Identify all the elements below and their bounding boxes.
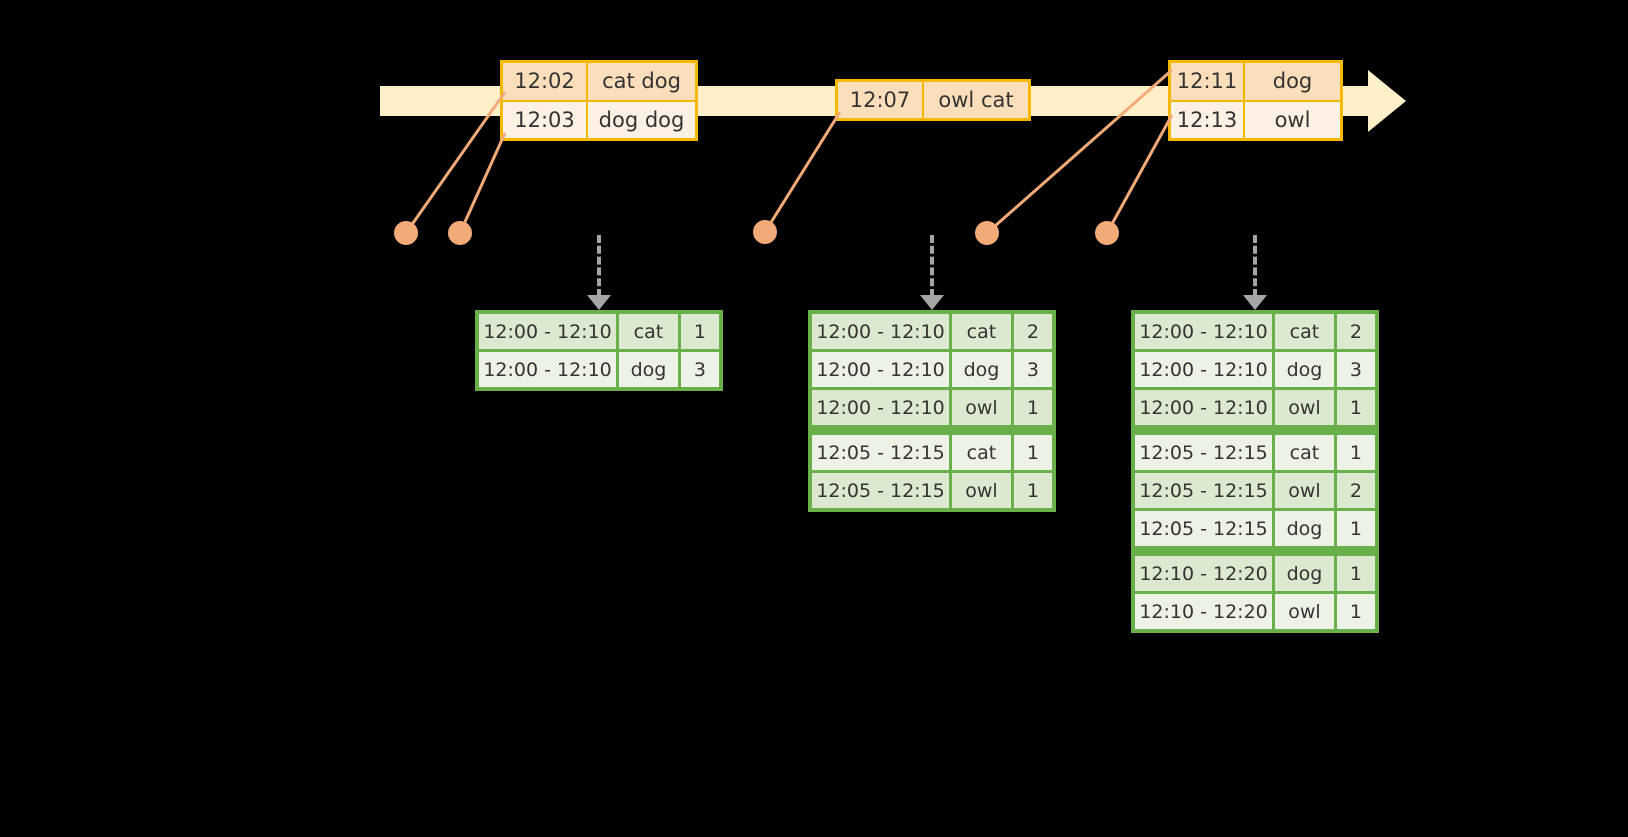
event-value: owl cat xyxy=(924,82,1028,118)
key-cell: dog xyxy=(952,352,1011,387)
count-cell: 3 xyxy=(680,352,720,387)
event-box-2[interactable]: 12:07 owl cat xyxy=(835,79,1031,121)
window-group-separator xyxy=(1135,428,1375,432)
key-cell: cat xyxy=(619,314,678,349)
window-cell: 12:00 - 12:10 xyxy=(479,352,617,387)
count-cell: 2 xyxy=(1013,314,1053,349)
count-cell: 1 xyxy=(1013,390,1053,425)
event-time: 12:11 xyxy=(1171,63,1245,100)
event-time: 12:07 xyxy=(838,82,924,118)
window-cell: 12:10 - 12:20 xyxy=(1135,556,1273,591)
event-time: 12:02 xyxy=(503,63,588,100)
count-cell: 1 xyxy=(1336,556,1376,591)
window-cell: 12:00 - 12:10 xyxy=(479,314,617,349)
event-marker-dot xyxy=(394,221,418,245)
event-box-1[interactable]: 12:02 cat dog 12:03 dog dog xyxy=(500,60,698,141)
count-cell: 3 xyxy=(1013,352,1053,387)
key-cell: owl xyxy=(1275,594,1334,629)
event-marker-dot xyxy=(975,221,999,245)
key-cell: cat xyxy=(1275,314,1334,349)
count-cell: 1 xyxy=(1336,594,1376,629)
window-cell: 12:05 - 12:15 xyxy=(812,435,950,470)
count-cell: 2 xyxy=(1336,473,1376,508)
count-cell: 1 xyxy=(1336,511,1376,546)
event-value: cat dog xyxy=(588,63,695,100)
window-cell: 12:05 - 12:15 xyxy=(1135,511,1273,546)
window-cell: 12:10 - 12:20 xyxy=(1135,594,1273,629)
event-marker-dot xyxy=(448,221,472,245)
event-row: 12:13 owl xyxy=(1171,99,1340,138)
event-marker-dot xyxy=(1095,221,1119,245)
window-cell: 12:05 - 12:15 xyxy=(1135,473,1273,508)
window-cell: 12:00 - 12:10 xyxy=(812,314,950,349)
count-cell: 2 xyxy=(1336,314,1376,349)
key-cell: dog xyxy=(1275,556,1334,591)
count-cell: 1 xyxy=(1013,435,1053,470)
window-cell: 12:00 - 12:10 xyxy=(1135,352,1273,387)
key-cell: dog xyxy=(619,352,678,387)
key-cell: owl xyxy=(1275,390,1334,425)
count-cell: 1 xyxy=(680,314,720,349)
window-cell: 12:00 - 12:10 xyxy=(812,352,950,387)
window-cell: 12:05 - 12:15 xyxy=(812,473,950,508)
key-cell: cat xyxy=(952,314,1011,349)
key-cell: dog xyxy=(1275,352,1334,387)
count-cell: 1 xyxy=(1336,435,1376,470)
event-row: 12:02 cat dog xyxy=(503,63,695,100)
flow-arrow-down-icon xyxy=(587,235,611,310)
count-cell: 1 xyxy=(1336,390,1376,425)
window-cell: 12:00 - 12:10 xyxy=(812,390,950,425)
window-group-separator xyxy=(812,428,1052,432)
window-cell: 12:00 - 12:10 xyxy=(1135,390,1273,425)
count-cell: 1 xyxy=(1013,473,1053,508)
window-cell: 12:00 - 12:10 xyxy=(1135,314,1273,349)
key-cell: owl xyxy=(952,473,1011,508)
event-row: 12:07 owl cat xyxy=(838,82,1028,118)
key-cell: dog xyxy=(1275,511,1334,546)
event-value: dog dog xyxy=(588,101,695,138)
window-cell: 12:05 - 12:15 xyxy=(1135,435,1273,470)
event-value: owl xyxy=(1245,101,1340,138)
event-marker-dot xyxy=(753,220,777,244)
count-cell: 3 xyxy=(1336,352,1376,387)
key-cell: owl xyxy=(952,390,1011,425)
flow-arrow-down-icon xyxy=(1243,235,1267,310)
key-cell: cat xyxy=(952,435,1011,470)
event-value: dog xyxy=(1245,63,1340,100)
key-cell: cat xyxy=(1275,435,1334,470)
event-time: 12:03 xyxy=(503,101,588,138)
flow-arrow-down-icon xyxy=(920,235,944,310)
key-cell: owl xyxy=(1275,473,1334,508)
event-time: 12:13 xyxy=(1171,101,1245,138)
timeline-arrowhead-icon xyxy=(1368,70,1406,132)
event-box-3[interactable]: 12:11 dog 12:13 owl xyxy=(1168,60,1343,141)
window-group-separator xyxy=(1135,549,1375,553)
event-row: 12:11 dog xyxy=(1171,63,1340,100)
event-row: 12:03 dog dog xyxy=(503,99,695,138)
